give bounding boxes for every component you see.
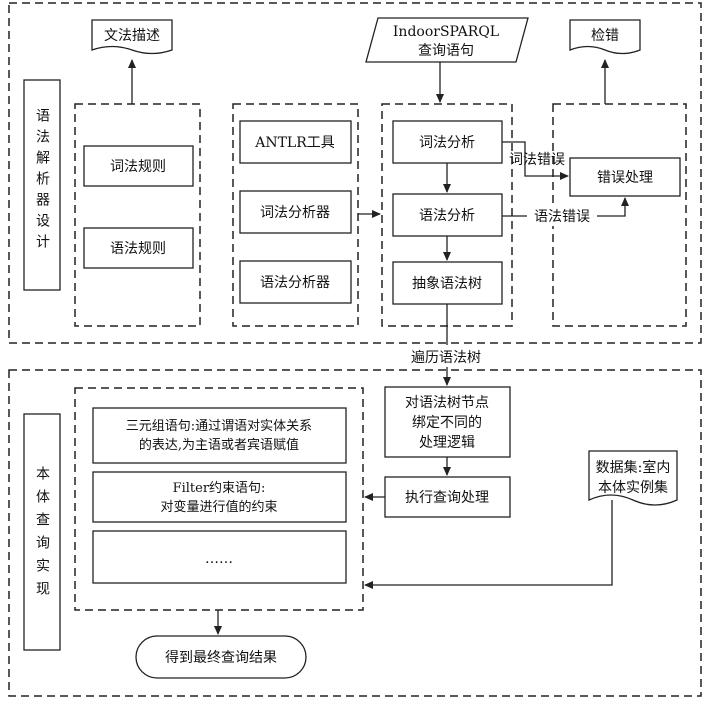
rules-group-frame	[74, 103, 201, 327]
ontology-query-label: 本体查询实现	[34, 466, 50, 604]
lexical-analysis-box	[392, 120, 503, 164]
lexer-label: 词法分析器	[260, 205, 330, 221]
lexical-error-label: 词法错误	[509, 152, 565, 168]
error-check-doc	[569, 19, 641, 55]
parser-design-label: 语法解析器设计	[34, 108, 50, 255]
dataset-line2: 本体实例集	[598, 479, 668, 496]
filter-statement-box	[92, 471, 347, 523]
antlr-tool-box	[239, 120, 352, 164]
syntax-analysis-label: 语法分析	[419, 208, 475, 224]
traverse-label-bg	[400, 345, 492, 367]
execute-query-box	[384, 476, 511, 518]
ast-box	[392, 261, 503, 305]
error-handling-label: 错误处理	[597, 170, 653, 186]
ellipsis-label: ……	[205, 551, 233, 567]
grammar-description-label: 文法描述	[104, 28, 160, 44]
execute-query-label: 执行查询处理	[405, 490, 489, 506]
antlr-tool-label: ANTLR工具	[254, 135, 335, 151]
filter-statement-line2: 对变量进行值的约束	[160, 499, 277, 515]
lexical-analysis-label: 词法分析	[419, 135, 475, 151]
triple-statement-box	[92, 407, 347, 464]
syntax-rules-box	[83, 227, 194, 269]
bind-logic-line1: 对语法树节点	[405, 395, 489, 411]
parser-design-frame	[8, 2, 702, 344]
statements-frame	[74, 387, 364, 611]
triple-statement-line1: 三元组语句:通过谓语对实体关系	[126, 419, 312, 434]
lexical-error-arrow	[502, 141, 569, 180]
syntax-error-label: 语法错误	[534, 209, 590, 225]
traverse-label: 遍历语法树	[411, 350, 481, 366]
grammar-description-doc	[91, 19, 173, 55]
syntax-analysis-box	[392, 193, 503, 237]
error-handling-box	[569, 157, 681, 197]
query-statement-line2: 查询语句	[418, 43, 474, 59]
parser-box	[239, 260, 352, 304]
error-check-label: 检错	[591, 28, 619, 44]
query-statement-shape	[365, 17, 529, 63]
syntax-rules-label: 语法规则	[110, 241, 166, 257]
final-result-box	[135, 635, 307, 679]
parser-design-label-box	[23, 79, 61, 291]
parser-label: 语法分析器	[260, 275, 330, 291]
query-statement-line1: IndoorSPARQL	[393, 24, 499, 40]
bind-logic-line3: 处理逻辑	[419, 435, 475, 451]
ellipsis-box	[92, 530, 347, 584]
ontology-query-label-box	[23, 413, 61, 651]
ast-label: 抽象语法树	[412, 276, 482, 292]
ontology-query-frame	[8, 369, 702, 697]
lexical-rules-box	[83, 145, 194, 187]
lexer-box	[239, 190, 352, 234]
lexical-rules-label: 词法规则	[110, 159, 166, 175]
syntax-error-label-bg	[527, 206, 597, 226]
final-result-label: 得到最终查询结果	[165, 649, 277, 666]
dataset-doc	[588, 450, 678, 506]
dataset-to-statements-arrow	[364, 500, 613, 589]
filter-statement-line1: Filter约束语句:	[173, 481, 266, 496]
triple-statement-line2: 的表达,为主语或者宾语赋值	[139, 437, 299, 453]
bind-logic-line2: 绑定不同的	[412, 415, 482, 431]
tools-group-frame	[232, 103, 359, 327]
dataset-line1: 数据集:室内	[596, 459, 671, 476]
